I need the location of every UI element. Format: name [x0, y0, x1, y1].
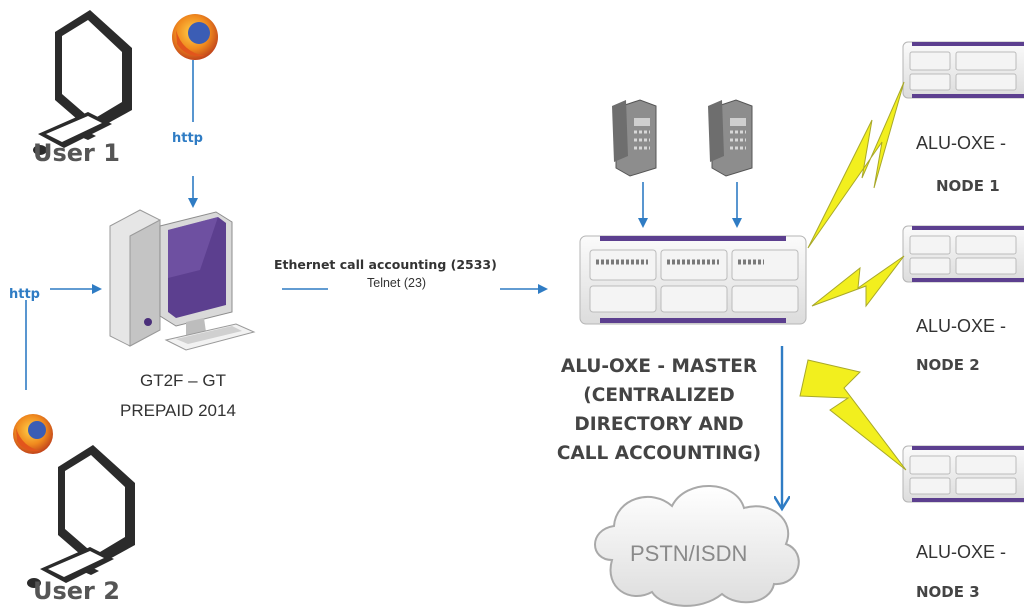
node-3-name: ALU-OXE -: [916, 542, 1007, 562]
server-name-line-1: GT2F – GT: [140, 371, 226, 390]
http-arrow-left: [25, 284, 102, 390]
desk-phone-icon-right: [708, 99, 753, 177]
master-label: ALU-OXE - MASTER (CENTRALIZED DIRECTORY …: [536, 352, 782, 468]
lightning-link-node-3: [799, 359, 907, 471]
node-3-number: NODE 3: [916, 583, 980, 601]
node-1-number: NODE 1: [936, 177, 1000, 195]
gt2f-server-workstation-icon: [109, 209, 256, 351]
user-1-computer-icon: [33, 10, 132, 155]
pstn-isdn-label: PSTN/ISDN: [630, 541, 748, 566]
telnet-link-label: Telnet (23): [367, 276, 427, 290]
node-2-name: ALU-OXE -: [916, 316, 1007, 336]
firefox-browser-icon-bottom: [13, 414, 53, 454]
alu-oxe-node-2-pbx-icon: [902, 225, 1024, 283]
pstn-isdn-cloud-icon: [594, 485, 800, 607]
user-1-label: User 1: [33, 139, 120, 167]
alu-oxe-node-1-pbx-icon: [902, 41, 1024, 99]
master-label-line-2: (CENTRALIZED: [583, 385, 735, 406]
master-label-line-1: ALU-OXE - MASTER: [560, 356, 758, 377]
desk-phone-icon-left: [612, 99, 657, 177]
alu-oxe-master-pbx-icon: [579, 235, 807, 325]
firefox-browser-icon-top: [172, 14, 218, 60]
master-label-line-4: CALL ACCOUNTING): [556, 443, 762, 464]
server-name-line-2: PREPAID 2014: [120, 401, 236, 420]
lightning-link-node-1: [807, 81, 905, 249]
alu-oxe-node-3-pbx-icon: [902, 445, 1024, 503]
node-1-name: ALU-OXE -: [916, 133, 1007, 153]
node-2-number: NODE 2: [916, 356, 980, 374]
master-label-line-3: DIRECTORY AND: [574, 414, 744, 435]
lightning-link-node-2: [811, 255, 905, 308]
http-label-top: http: [172, 131, 203, 146]
ethernet-link-label: Ethernet call accounting (2533): [274, 257, 497, 272]
http-label-left: http: [9, 287, 40, 302]
user-2-computer-icon: [27, 445, 135, 588]
user-2-label: User 2: [33, 577, 120, 605]
